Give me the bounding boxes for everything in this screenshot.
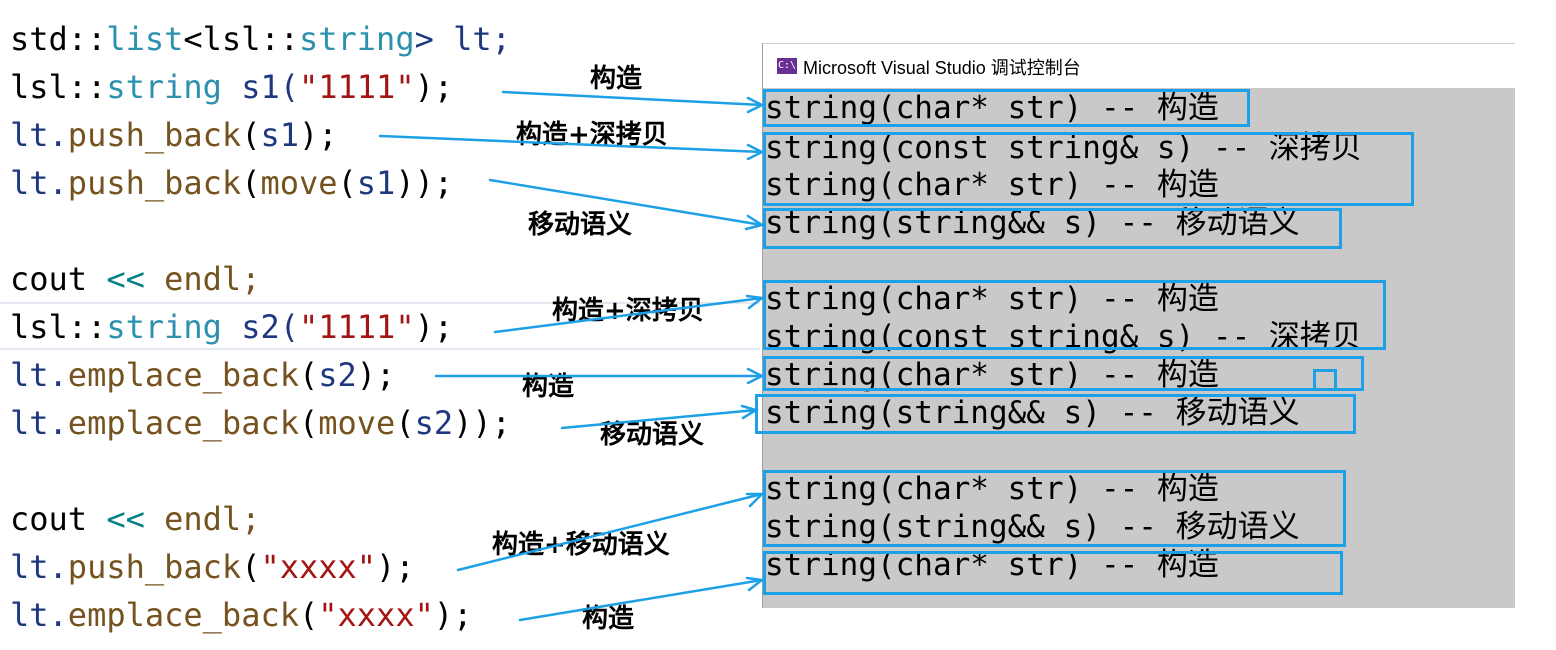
console-output-line: string(char* str) -- 构造 [765,167,1219,203]
code-line-5: cout << endl; [10,260,261,298]
annotation-label: 移动语义 [528,210,633,240]
highlight-box [763,280,1386,350]
code-line-6: lsl::string s2("1111"); [10,308,454,346]
annotation-label: 构造 [522,372,575,402]
code-line-3: lt.push_back(s1); [10,116,338,154]
code-line-1: std::list<lsl::string> lt; [10,20,511,58]
console-output-line: string(char* str) -- 构造 [765,90,1219,126]
line-separator [0,302,760,304]
highlight-box [763,356,1364,391]
console-titlebar[interactable]: C:\ Microsoft Visual Studio 调试控制台 [763,43,1515,88]
code-editor: std::list<lsl::string> lt; lsl::string s… [0,0,760,650]
code-line-4: lt.push_back(move(s1)); [10,164,454,202]
highlight-box [763,89,1250,127]
console-title: Microsoft Visual Studio 调试控制台 [803,58,1081,78]
highlight-box [1313,369,1337,391]
highlight-box [755,394,1356,434]
code-line-7: lt.emplace_back(s2); [10,356,396,394]
debug-console-window: C:\ Microsoft Visual Studio 调试控制台 string… [762,43,1515,608]
annotation-label: 构造+深拷贝 [516,120,668,150]
annotation-label: 构造+移动语义 [492,530,670,560]
code-line-8: lt.emplace_back(move(s2)); [10,404,511,442]
console-output-line: string(char* str) -- 构造 [765,357,1219,393]
code-line-2: lsl::string s1("1111"); [10,68,454,106]
console-output-line: string(const string& s) -- 深拷贝 [765,130,1362,166]
annotation-label: 移动语义 [600,420,705,450]
console-output-line: string(string&& s) -- 移动语义 [765,205,1300,241]
line-separator [0,348,760,350]
console-output-line: string(char* str) -- 构造 [765,471,1219,507]
highlight-box [763,132,1414,206]
code-line-9: cout << endl; [10,500,261,538]
console-output-line: string(string&& s) -- 移动语义 [765,395,1300,431]
console-output-line: string(string&& s) -- 移动语义 [765,509,1300,545]
annotation-label: 构造 [582,604,635,634]
code-line-10: lt.push_back("xxxx"); [10,548,415,586]
console-output-line: string(char* str) -- 构造 [765,281,1219,317]
visual-studio-icon: C:\ [777,58,797,74]
highlight-box [763,551,1343,595]
annotation-label: 构造 [590,64,643,94]
highlight-box [763,208,1342,249]
highlight-box [763,470,1346,547]
code-line-11: lt.emplace_back("xxxx"); [10,596,473,634]
annotation-label: 构造+深拷贝 [552,296,704,326]
